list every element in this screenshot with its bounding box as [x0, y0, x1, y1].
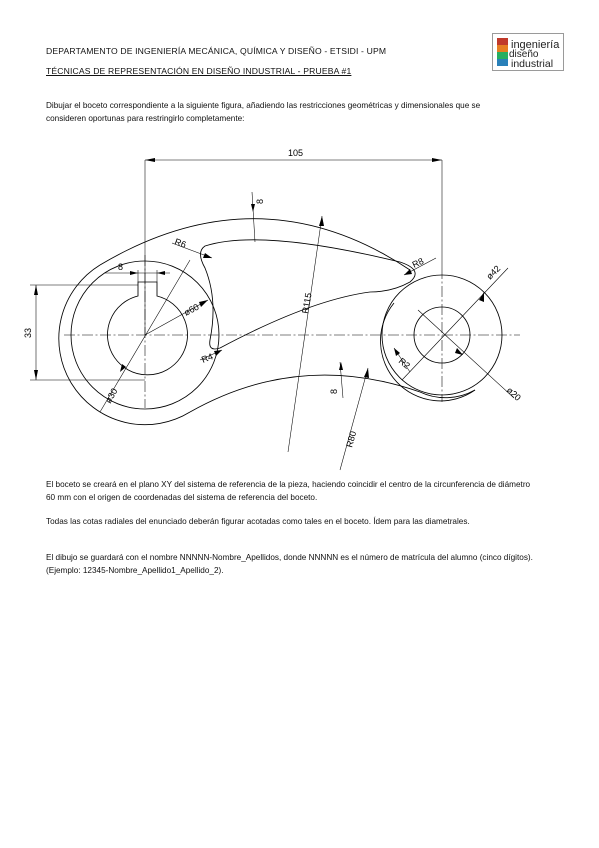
arrow-r6: [203, 253, 212, 258]
arrow-d30: [120, 364, 126, 372]
dim-text-r6: R6: [173, 236, 187, 249]
arrow-d60: [199, 300, 208, 307]
diameter-line-d20: [417, 309, 515, 399]
arrow-105-left: [145, 158, 155, 162]
outer-contour: [58, 218, 476, 426]
paragraph-dimensions: Todas las cotas radiales del enunciado d…: [46, 517, 470, 526]
arrow-d42: [479, 292, 484, 302]
right-circle-d20: [413, 306, 471, 364]
arrow-33-top: [34, 285, 38, 295]
logo-text-1: ingeniería: [511, 39, 560, 51]
arrow-r4: [214, 350, 222, 356]
dim-text-r115: R115: [300, 292, 313, 314]
subject-header: TÉCNICAS DE REPRESENTACIÓN EN DISEÑO IND…: [46, 66, 352, 76]
logo-text-3: industrial: [511, 58, 554, 70]
logo-text-2: diseño: [509, 49, 539, 60]
left-keyway-d30: [107, 281, 188, 376]
department-header: DEPARTAMENTO DE INGENIERÍA MECÁNICA, QUÍ…: [46, 46, 387, 56]
dim-text-r8: R8: [411, 256, 426, 270]
dim-text-33: 33: [23, 328, 33, 338]
arrow-105-right: [432, 158, 442, 162]
diameter-line-d42: [401, 267, 509, 381]
arrow-r8: [404, 269, 412, 275]
logo-color-bars: [497, 38, 508, 66]
intro-instructions: Dibujar el boceto correspondiente a la s…: [46, 101, 481, 123]
dim-line-top-8: [251, 191, 256, 243]
paragraph-sketch-plane: El boceto se creará en el plano XY del s…: [46, 480, 531, 502]
dim-text-key-8: 8: [118, 262, 123, 272]
dim-text-top-8: 8: [255, 199, 265, 204]
arrow-key-left: [130, 271, 138, 275]
radius-line-r80: [339, 367, 369, 471]
arrow-bottom-8: [339, 362, 343, 370]
university-logo: ingeniería diseño industrial: [492, 33, 564, 71]
diameter-line-d60: [144, 299, 209, 336]
dim-text-d60: ø60: [182, 302, 200, 318]
radius-line-r115: [287, 215, 323, 453]
dim-text-r2: R2: [397, 356, 412, 371]
arrow-d20: [455, 348, 463, 355]
diameter-line-d30: [99, 259, 191, 413]
inner-slot: [200, 239, 416, 350]
arrow-top-8: [251, 204, 255, 212]
dim-text-105: 105: [288, 148, 303, 158]
paragraph-file-name: El dibujo se guardará con el nombre NNNN…: [46, 553, 533, 575]
dim-text-d30: ø30: [103, 387, 119, 405]
dim-text-d42: ø42: [484, 263, 502, 281]
right-circle-d42: [381, 274, 503, 396]
arrow-33-bottom: [34, 370, 38, 380]
arrow-key-right: [157, 271, 165, 275]
dim-text-bottom-8: 8: [329, 389, 339, 394]
arrow-r2: [394, 348, 400, 356]
dim-text-r4: R4: [200, 351, 214, 365]
dim-text-r80: R80: [344, 430, 358, 449]
arrow-r80: [364, 368, 369, 378]
arrow-r115: [319, 216, 324, 226]
dim-text-d20: ø20: [505, 385, 523, 403]
